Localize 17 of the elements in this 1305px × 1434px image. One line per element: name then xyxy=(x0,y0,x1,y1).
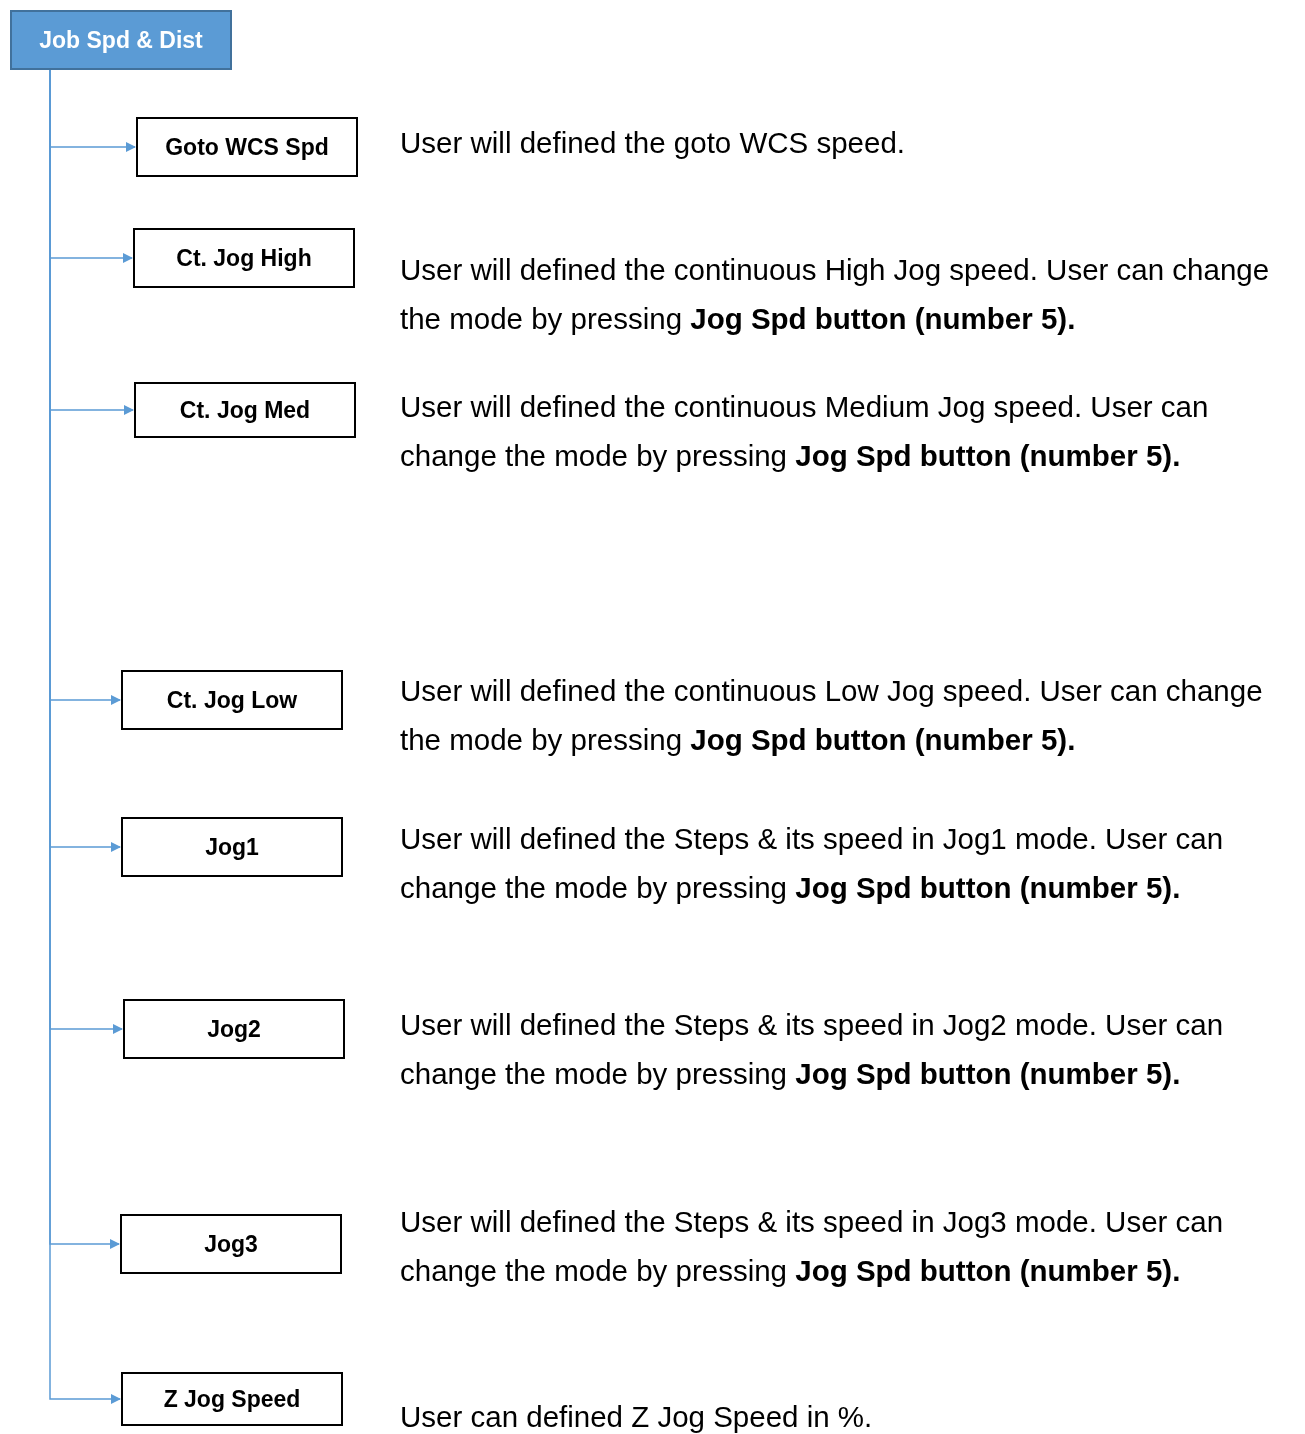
menu-box: Goto WCS Spd xyxy=(136,117,358,177)
description-text: User can defined Z Jog Speed in %. xyxy=(400,1399,874,1434)
description-text: User will defined the Steps & its speed in Jog1 mode. User can change the mode by pressing Jog Spd button (number 5). xyxy=(400,821,1225,906)
description-text: User will defined the Steps & its speed in Jog3 mode. User can change the mode by pressing Jog Spd button (number 5). xyxy=(400,1204,1225,1289)
description-text: User will defined the continuous High Jog speed. User can change the mode by pressing Jog Spd button (number 5). xyxy=(400,252,1271,337)
root-box: Job Spd & Dist xyxy=(10,10,232,70)
menu-box: Ct. Jog Low xyxy=(121,670,343,730)
menu-box: Z Jog Speed xyxy=(121,1372,343,1426)
menu-box: Ct. Jog Med xyxy=(134,382,356,438)
menu-box: Jog3 xyxy=(120,1214,342,1274)
description-text: User will defined the continuous Low Jog speed. User can change the mode by pressing Jog Spd button (number 5). xyxy=(400,673,1264,758)
menu-box: Jog2 xyxy=(123,999,345,1059)
menu-box: Jog1 xyxy=(121,817,343,877)
description-text: User will defined the continuous Medium Jog speed. User can change the mode by pressing Jog Spd button (number 5). xyxy=(400,389,1210,474)
description-text: User will defined the goto WCS speed. xyxy=(400,125,907,161)
menu-box: Ct. Jog High xyxy=(133,228,355,288)
description-text: User will defined the Steps & its speed in Jog2 mode. User can change the mode by pressing Jog Spd button (number 5). xyxy=(400,1007,1225,1092)
